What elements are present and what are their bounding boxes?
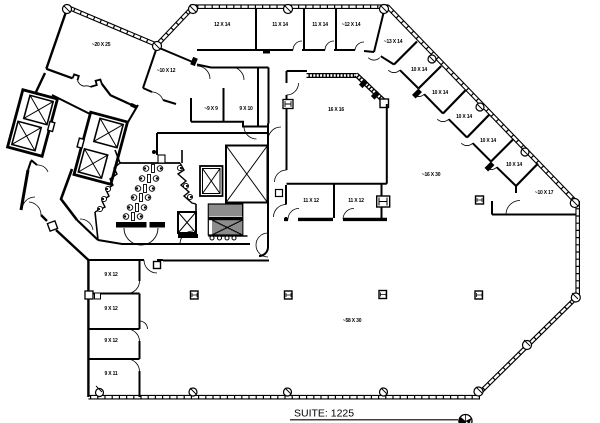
svg-text:SUITE: 1225: SUITE: 1225 — [294, 408, 354, 420]
svg-text:10 X 14: 10 X 14 — [456, 114, 472, 120]
svg-text:~58 X 30: ~58 X 30 — [343, 318, 362, 324]
svg-text:12 X 14: 12 X 14 — [214, 22, 230, 28]
svg-text:11 X 12: 11 X 12 — [303, 198, 319, 204]
svg-text:10 X 14: 10 X 14 — [432, 90, 448, 96]
svg-text:~12 X 14: ~12 X 14 — [342, 22, 361, 28]
svg-text:11 X 14: 11 X 14 — [272, 22, 288, 28]
svg-text:~13 X 14: ~13 X 14 — [384, 39, 403, 45]
svg-text:9 X 12: 9 X 12 — [104, 306, 118, 312]
svg-text:9 X 12: 9 X 12 — [104, 338, 118, 344]
svg-text:11 X 12: 11 X 12 — [348, 198, 364, 204]
svg-text:~10 X 12: ~10 X 12 — [157, 68, 176, 74]
svg-text:~20 X 25: ~20 X 25 — [92, 42, 111, 48]
svg-text:10 X 14: 10 X 14 — [506, 162, 522, 168]
svg-text:9 X 11: 9 X 11 — [105, 371, 118, 377]
svg-text:~9 X 9: ~9 X 9 — [204, 106, 218, 112]
svg-text:9 X 10: 9 X 10 — [239, 106, 253, 112]
svg-text:16 X 16: 16 X 16 — [328, 107, 344, 113]
svg-text:~10 X 17: ~10 X 17 — [535, 190, 554, 196]
svg-text:10 X 14: 10 X 14 — [480, 138, 496, 144]
svg-text:11 X 14: 11 X 14 — [312, 22, 328, 28]
svg-text:~16 X 30: ~16 X 30 — [422, 172, 441, 178]
svg-text:9 X 12: 9 X 12 — [104, 272, 118, 278]
svg-text:10 X 14: 10 X 14 — [411, 67, 427, 73]
